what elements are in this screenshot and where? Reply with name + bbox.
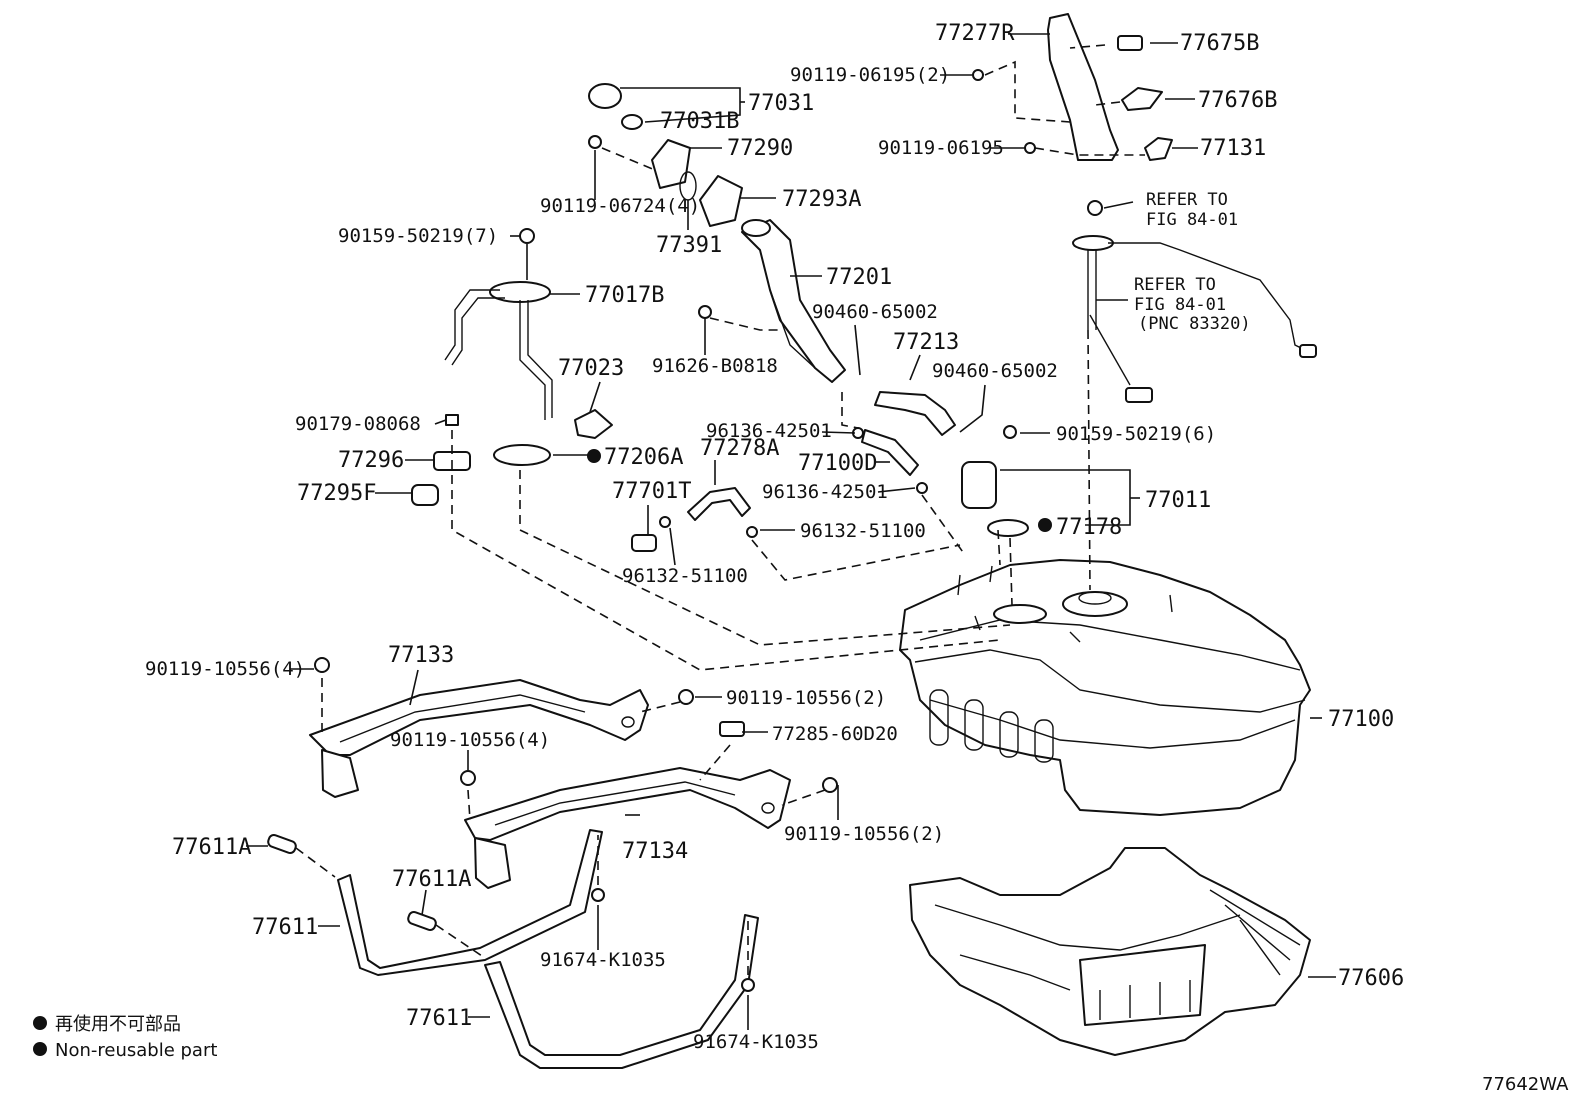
label-90119-10556-4-upper: 90119-10556(4) [145, 658, 305, 680]
label-90119-10556-4-lower: 90119-10556(4) [390, 729, 550, 751]
label-77290: 77290 [727, 136, 793, 161]
label-90119-10556-2-lower: 90119-10556(2) [784, 823, 944, 845]
legend: 再使用不可部品 Non-reusable part [33, 1014, 217, 1061]
non-reusable-marker-77206A [587, 449, 601, 463]
valve-77701T-drawing [631, 534, 657, 552]
label-96136-42501-upper: 96136-42501 [706, 420, 832, 442]
non-reusable-marker-77178 [1038, 518, 1052, 532]
label-77285-60D20: 77285-60D20 [772, 723, 898, 745]
fasteners [314, 69, 1103, 992]
label-77100: 77100 [1328, 707, 1394, 732]
inlet-77011-drawing [961, 461, 1029, 537]
label-77611-lower: 77611 [406, 1006, 472, 1031]
label-77676B: 77676B [1198, 88, 1277, 113]
fuel-tank-77100-drawing [899, 559, 1311, 816]
label-96136-42501-lower: 96136-42501 [762, 481, 888, 503]
label-90159-50219-7: 90159-50219(7) [338, 225, 498, 247]
label-77201: 77201 [826, 265, 892, 290]
legend-dot-en [33, 1042, 47, 1056]
label-90159-50219-6: 90159-50219(6) [1056, 423, 1216, 445]
refer-note-2-line2: FIG 84-01 [1134, 295, 1226, 315]
label-96132-51100-left: 96132-51100 [622, 565, 748, 587]
label-77701T: 77701T [612, 479, 691, 504]
label-90460-65002-lower: 90460-65002 [932, 360, 1058, 382]
label-90179-08068: 90179-08068 [295, 413, 421, 435]
label-77606: 77606 [1338, 966, 1404, 991]
clamp-77676B-drawing [1121, 87, 1163, 111]
label-77277R: 77277R [935, 21, 1015, 46]
label-77178: 77178 [1056, 515, 1122, 540]
part-labels: 77277R 77675B 90119-06195(2) 77676B 9011… [145, 21, 1404, 1053]
label-77611-upper: 77611 [252, 915, 318, 940]
label-77011: 77011 [1145, 488, 1211, 513]
label-77278A: 77278A [700, 436, 779, 461]
label-77206A: 77206A [604, 445, 683, 470]
hose-77278A-drawing [687, 487, 751, 521]
label-91626-B0818: 91626-B0818 [652, 355, 778, 377]
label-77134: 77134 [622, 839, 688, 864]
leader-lines [246, 33, 1336, 1030]
label-77023: 77023 [558, 356, 624, 381]
gasket-77206A-drawing [493, 444, 551, 466]
protector-77285-drawing [719, 721, 745, 737]
refer-note-1-line2: FIG 84-01 [1146, 210, 1238, 230]
refer-note-2-line1: REFER TO [1134, 275, 1216, 295]
label-90460-65002-upper: 90460-65002 [812, 301, 938, 323]
clamp-77131-drawing [1144, 137, 1173, 161]
diagram-id: 77642WA [1482, 1074, 1569, 1095]
band-77134-drawing [464, 767, 791, 889]
refer-note-2-line3: (PNC 83320) [1138, 314, 1251, 334]
label-77295F: 77295F [297, 481, 376, 506]
label-77293A: 77293A [782, 187, 861, 212]
legend-dot-jp [33, 1016, 47, 1030]
hose-77100D-drawing [861, 429, 919, 476]
filler-pipe-77201-drawing [741, 219, 846, 383]
housing-77293A-drawing [699, 175, 743, 227]
heat-insulator-77277R-drawing [1047, 13, 1119, 161]
label-77391: 77391 [656, 233, 722, 258]
label-91674-K1035-upper: 91674-K1035 [540, 949, 666, 971]
hose-77213-drawing [874, 391, 956, 436]
tank-protector-77606-drawing [909, 847, 1311, 1056]
legend-jp: 再使用不可部品 [55, 1014, 181, 1035]
refer-note-1-line1: REFER TO [1146, 190, 1228, 210]
protector-77290-drawing [651, 139, 691, 189]
label-77100D: 77100D [798, 451, 877, 476]
grommet-77295F-drawing [411, 484, 439, 506]
label-90119-06724-4: 90119-06724(4) [540, 195, 700, 217]
label-77031: 77031 [748, 91, 814, 116]
label-90119-06195: 90119-06195 [878, 137, 1004, 159]
sender-gauge-drawing [1072, 235, 1317, 403]
filter-77023-drawing [574, 409, 613, 439]
label-90119-10556-2-upper: 90119-10556(2) [726, 687, 886, 709]
strap-77611-upper-drawing [337, 829, 603, 976]
pin-77611A-upper-drawing [267, 833, 297, 855]
label-96132-51100-right: 96132-51100 [800, 520, 926, 542]
pin-77611A-lower-drawing [407, 910, 437, 932]
cap-gasket-77031B-drawing [621, 114, 643, 130]
refer-notes: REFER TO FIG 84-01 REFER TO FIG 84-01 (P… [1134, 190, 1251, 334]
band-77133-drawing [309, 679, 649, 798]
dashed-assembly-lines [295, 44, 1145, 975]
label-77031B: 77031B [660, 109, 739, 134]
label-77017B: 77017B [585, 283, 664, 308]
label-77131: 77131 [1200, 136, 1266, 161]
label-77611A-upper: 77611A [172, 835, 251, 860]
legend-en: Non-reusable part [55, 1040, 217, 1061]
label-77213: 77213 [893, 330, 959, 355]
label-91674-K1035-lower: 91674-K1035 [693, 1031, 819, 1053]
label-90119-06195-2: 90119-06195(2) [790, 64, 950, 86]
pump-bracket-77017B-drawing [444, 281, 553, 420]
label-77675B: 77675B [1180, 31, 1259, 56]
label-77611A-lower: 77611A [392, 867, 471, 892]
label-77296: 77296 [338, 448, 404, 473]
label-77133: 77133 [388, 643, 454, 668]
strap-77611-lower-drawing [484, 914, 759, 1069]
clamp-77675B-drawing [1117, 35, 1143, 51]
cap-77031-drawing [588, 83, 622, 109]
